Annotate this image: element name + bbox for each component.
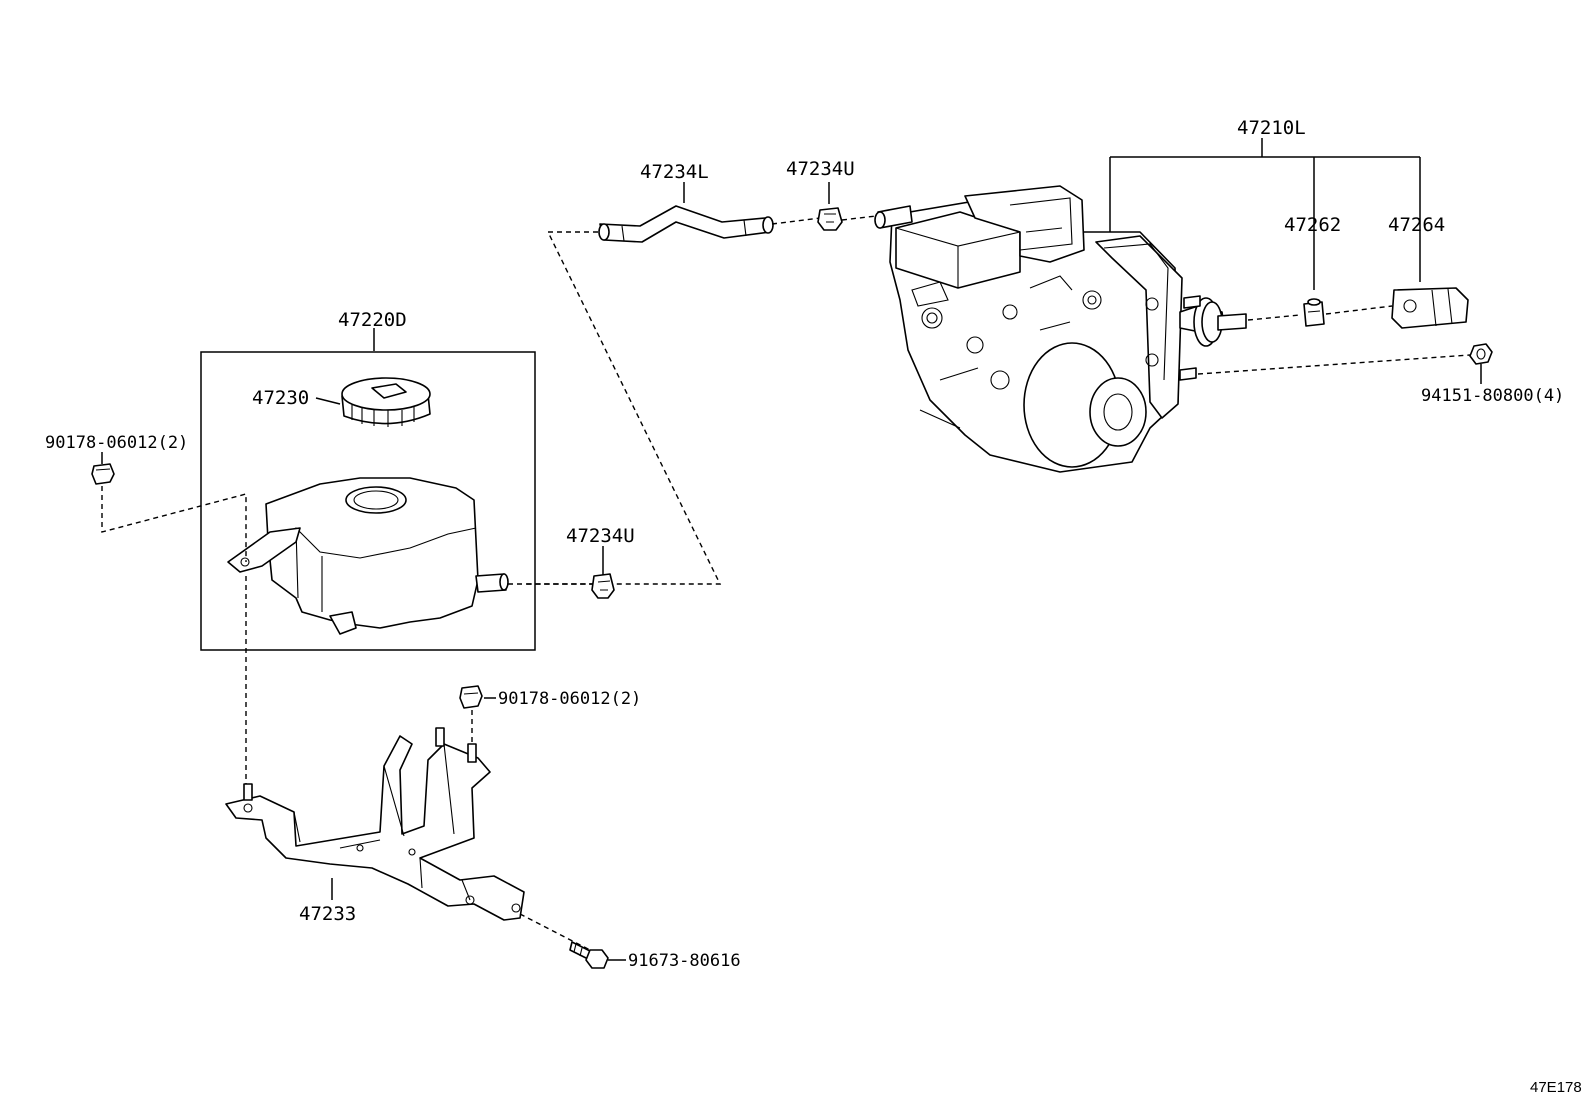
bolt-91673-80616[interactable] <box>569 941 609 969</box>
label-90178-06012-bracket: 90178-06012(2) <box>498 689 641 709</box>
reservoir-hose-47234L[interactable] <box>598 205 774 243</box>
nut-94151-80800[interactable] <box>1469 343 1493 384</box>
label-47234U-upper: 47234U <box>786 158 855 180</box>
label-91673-80616: 91673-80616 <box>628 951 741 971</box>
reservoir-bracket-47233[interactable] <box>225 727 525 921</box>
label-47234L: 47234L <box>640 161 709 183</box>
label-47234U-lower: 47234U <box>566 525 635 547</box>
diagram-code: 47E178 <box>1530 1079 1582 1096</box>
label-47210L: 47210L <box>1237 117 1306 139</box>
label-90178-06012-left: 90178-06012(2) <box>45 433 188 453</box>
reservoir-cap-47230[interactable] <box>341 377 431 427</box>
nut-90178-06012-bracket[interactable] <box>459 685 483 709</box>
label-94151-80800: 94151-80800(4) <box>1421 386 1564 406</box>
brake-fluid-reservoir[interactable] <box>227 477 509 635</box>
label-47264: 47264 <box>1388 214 1445 236</box>
hose-clip-47234U-lower[interactable] <box>591 573 615 599</box>
label-47220D: 47220D <box>338 309 407 331</box>
brake-booster-assembly[interactable] <box>874 138 1421 473</box>
nut-90178-06012-left[interactable] <box>91 463 115 485</box>
label-47262: 47262 <box>1284 214 1341 236</box>
clevis-47264[interactable] <box>1391 287 1469 329</box>
reservoir-assembly-box <box>200 351 536 651</box>
label-47233: 47233 <box>299 903 356 925</box>
hose-clip-47234U-upper[interactable] <box>817 207 843 231</box>
clevis-pin-47262[interactable] <box>1303 298 1325 327</box>
label-47230: 47230 <box>252 387 309 409</box>
